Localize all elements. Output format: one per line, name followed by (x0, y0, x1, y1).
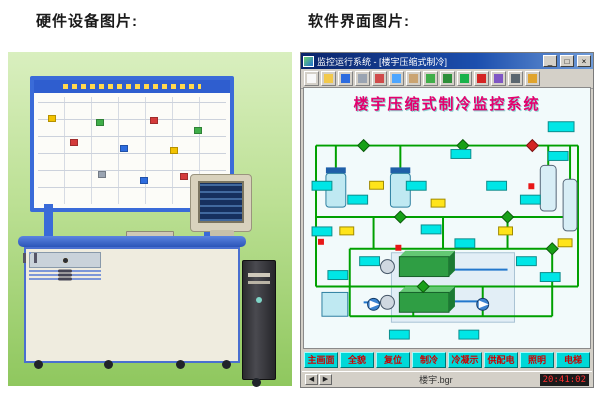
toolbar-icon-redo[interactable] (440, 71, 455, 86)
toolbar-icon-copy[interactable] (389, 71, 404, 86)
drawer (29, 277, 102, 281)
toolbar (301, 69, 593, 89)
drawer (29, 273, 102, 277)
toolbar-icon-stop[interactable] (474, 71, 489, 86)
tanks (321, 164, 578, 317)
caster-wheel (222, 360, 231, 369)
hardware-caption: 硬件设备图片: (36, 13, 138, 30)
software-window: 监控运行系统 - [楼宇压缩式制冷] _ □ × 楼宇压缩式制冷监控系统 (300, 52, 594, 388)
nav-button-row: 主画面全貌复位制冷冷凝示供配电照明电梯 (302, 350, 592, 370)
close-button[interactable]: × (577, 55, 591, 67)
scada-diagram (311, 121, 579, 340)
monitor-stand (210, 230, 234, 237)
system-title: 楼宇压缩式制冷监控系统 (353, 97, 541, 113)
clock: 20:41:02 (539, 373, 589, 386)
pumps (367, 297, 490, 311)
caster-wheel (176, 360, 185, 369)
toolbar-icon-help[interactable] (525, 71, 540, 86)
hardware-photo (8, 52, 292, 387)
minimize-button[interactable]: _ (543, 55, 557, 67)
nav-button-4[interactable]: 制冷 (412, 352, 446, 368)
monitor-screen (198, 181, 244, 223)
console-schematic-panel (30, 76, 234, 212)
panel-title-strip (34, 80, 230, 93)
drawer (29, 269, 102, 273)
window-title: 监控运行系统 - [楼宇压缩式制冷] (317, 56, 447, 67)
titlebar: 监控运行系统 - [楼宇压缩式制冷] _ □ × (301, 53, 593, 69)
toolbar-icon-undo[interactable] (423, 71, 438, 86)
software-caption: 软件界面图片: (308, 13, 410, 30)
toolbar-icon-new[interactable] (304, 71, 319, 86)
scada-canvas: 楼宇压缩式制冷监控系统 (303, 87, 591, 349)
control-panel (29, 252, 102, 268)
nav-button-6[interactable]: 供配电 (484, 352, 518, 368)
cabinet (23, 247, 240, 363)
cabinet-door-right (29, 252, 37, 263)
cabinet-drawers (29, 252, 102, 281)
panel-leg-left (44, 204, 53, 240)
toolbar-icon-run[interactable] (457, 71, 472, 86)
valves (356, 138, 559, 294)
pc-tower (242, 260, 276, 380)
nav-button-2[interactable]: 全貌 (340, 352, 374, 368)
toolbar-icon-cut[interactable] (372, 71, 387, 86)
alarm-markers (317, 183, 535, 251)
toolbar-icon-zoom[interactable] (491, 71, 506, 86)
label-chips (311, 121, 575, 340)
nav-button-5[interactable]: 冷凝示 (448, 352, 482, 368)
toolbar-icon-paste[interactable] (406, 71, 421, 86)
toolbar-icon-grid[interactable] (508, 71, 523, 86)
pager-button-1[interactable]: ◀ (305, 374, 318, 385)
caster-wheel (104, 360, 113, 369)
nav-button-1[interactable]: 主画面 (304, 352, 338, 368)
toolbar-icon-save[interactable] (338, 71, 353, 86)
nav-button-7[interactable]: 照明 (520, 352, 554, 368)
pager: ◀▶ (305, 374, 332, 385)
compressors (380, 250, 455, 313)
maximize-button[interactable]: □ (560, 55, 574, 67)
nav-button-3[interactable]: 复位 (376, 352, 410, 368)
toolbar-icon-open[interactable] (321, 71, 336, 86)
statusbar: ◀▶ 楼宇.bgr 20:41:02 (302, 371, 592, 387)
current-file-label: 楼宇.bgr (419, 375, 453, 385)
power-button-led (256, 297, 262, 303)
caster-wheel (34, 360, 43, 369)
desk-top (18, 236, 246, 247)
nav-button-8[interactable]: 电梯 (556, 352, 590, 368)
caster-wheel (252, 378, 261, 387)
crt-monitor (190, 174, 252, 232)
toolbar-icon-print[interactable] (355, 71, 370, 86)
app-icon (303, 55, 314, 67)
setpoint-chips (339, 180, 573, 248)
pager-button-2[interactable]: ▶ (319, 374, 332, 385)
